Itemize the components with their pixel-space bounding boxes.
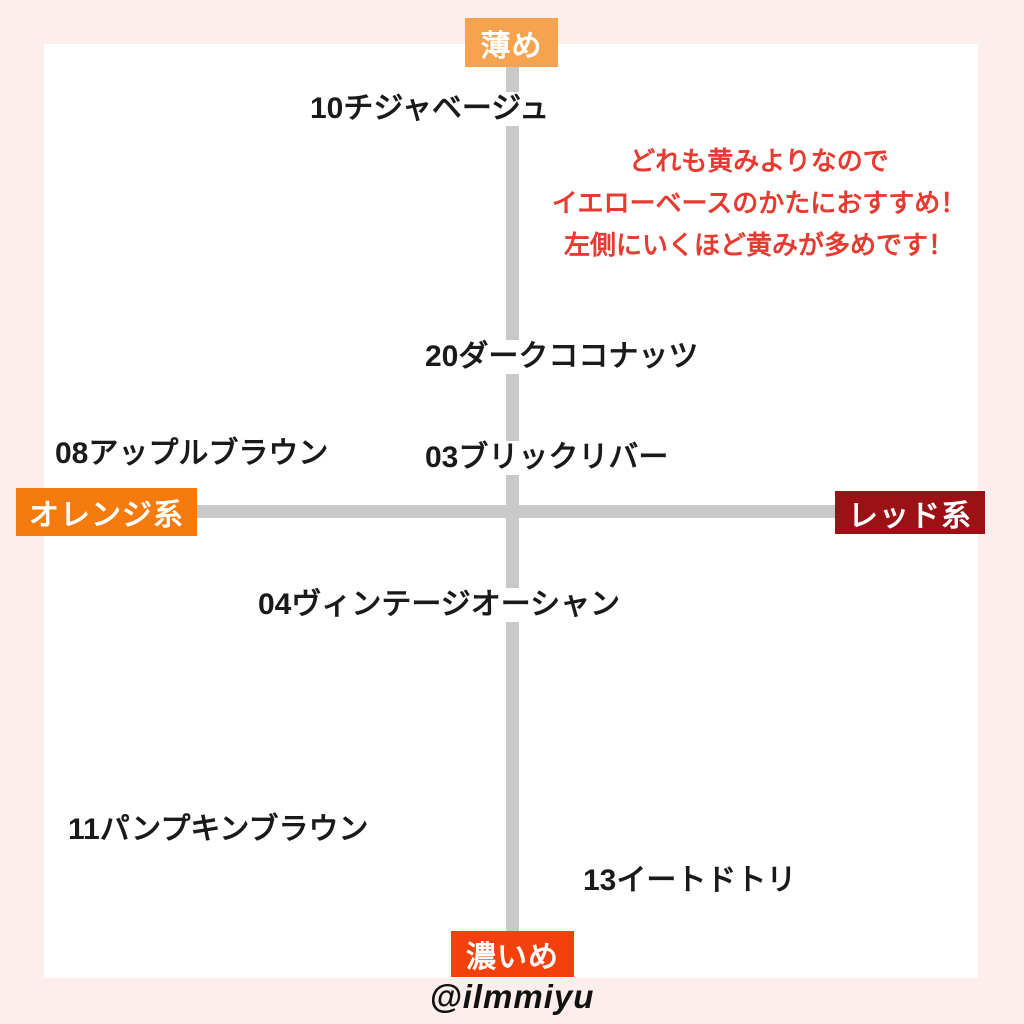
- axis-label-orange: オレンジ系: [16, 488, 197, 536]
- point-label-apple-brown: 08アップルブラウン: [54, 437, 330, 471]
- vertical-axis-line: [506, 66, 519, 932]
- point-label-eat-dotori: 13イートドトリ: [582, 864, 798, 898]
- annotation-line-2: イエローベースのかたにおすすめ！: [551, 188, 967, 218]
- point-label-chija-beige: 10チジャベージュ: [309, 92, 551, 126]
- axis-label-red: レッド系: [835, 491, 985, 534]
- point-label-vintage-ocean: 04ヴィンテージオーシャン: [257, 588, 622, 622]
- axis-label-light: 薄め: [465, 18, 558, 67]
- horizontal-axis-line: [197, 505, 836, 518]
- annotation-line-1: どれも黄みよりなので: [629, 146, 889, 176]
- credit-handle: @ilmmiyu: [429, 978, 595, 1015]
- annotation-line-3: 左側にいくほど黄みが多めです！: [563, 230, 954, 260]
- point-label-pumpkin-brown: 11パンプキンブラウン: [67, 813, 370, 847]
- point-label-brick-river: 03ブリックリバー: [424, 441, 670, 475]
- axis-label-dark: 濃いめ: [451, 931, 574, 977]
- point-label-dark-coconut: 20ダークココナッツ: [424, 340, 700, 374]
- annotation-note: どれも黄みよりなので イエローベースのかたにおすすめ！ 左側にいくほど黄みが多め…: [533, 140, 985, 266]
